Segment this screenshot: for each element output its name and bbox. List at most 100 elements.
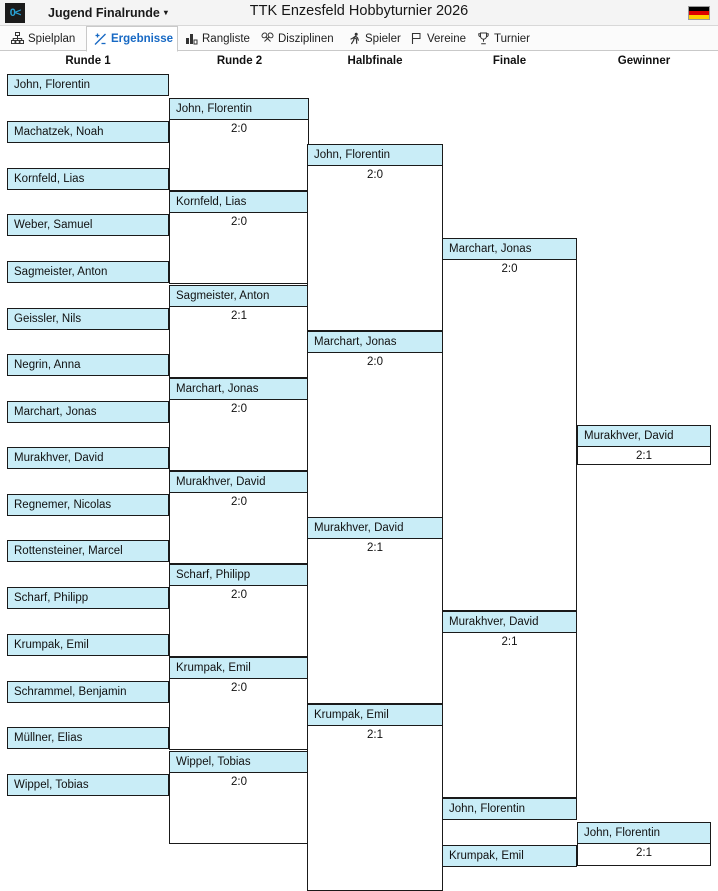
match-score: 2:0 bbox=[231, 682, 247, 694]
match-score: 2:1 bbox=[501, 636, 518, 648]
app-logo-icon: 0< bbox=[5, 3, 25, 23]
match-thirdplace[interactable]: John, Florentin 2:1 bbox=[577, 822, 711, 866]
match-winner-name[interactable]: Murakhver, David bbox=[578, 426, 710, 447]
player-box[interactable]: Marchart, Jonas bbox=[7, 401, 169, 423]
org-chart-icon bbox=[11, 32, 24, 45]
player-box[interactable]: Müllner, Elias bbox=[7, 727, 169, 749]
match-score: 2:0 bbox=[231, 403, 247, 415]
runner-icon bbox=[348, 32, 361, 45]
player-box[interactable]: Wippel, Tobias bbox=[7, 774, 169, 796]
player-box[interactable]: Regnemer, Nicolas bbox=[7, 494, 169, 516]
match-halbfinale[interactable]: Krumpak, Emil 2:1 bbox=[307, 704, 443, 891]
player-box[interactable]: Weber, Samuel bbox=[7, 214, 169, 236]
match-score: 2:1 bbox=[636, 450, 652, 462]
group-selector-label: Jugend Finalrunde bbox=[48, 6, 160, 20]
thirdplace-player-box[interactable]: Krumpak, Emil bbox=[442, 845, 577, 867]
player-box[interactable]: Schrammel, Benjamin bbox=[7, 681, 169, 703]
match-winner-name[interactable]: Krumpak, Emil bbox=[308, 705, 442, 726]
match-score: 2:1 bbox=[231, 310, 247, 322]
match-score: 2:0 bbox=[367, 356, 383, 368]
match-gewinner[interactable]: Murakhver, David 2:1 bbox=[577, 425, 711, 465]
column-header-gewinner: Gewinner bbox=[617, 55, 671, 67]
tab-label: Rangliste bbox=[202, 32, 250, 45]
column-header-finale: Finale bbox=[492, 55, 527, 67]
match-winner-name[interactable]: Marchart, Jonas bbox=[443, 239, 576, 260]
tab-label: Ergebnisse bbox=[111, 33, 173, 45]
match-round2[interactable]: Marchart, Jonas 2:0 bbox=[169, 378, 309, 471]
column-header-runde1: Runde 1 bbox=[65, 55, 111, 67]
match-winner-name[interactable]: Wippel, Tobias bbox=[170, 752, 308, 773]
german-flag-icon[interactable] bbox=[688, 6, 710, 20]
match-round2[interactable]: Scharf, Philipp 2:0 bbox=[169, 564, 309, 657]
match-winner-name[interactable]: Murakhver, David bbox=[443, 612, 576, 633]
column-header-runde2: Runde 2 bbox=[216, 55, 263, 67]
player-box[interactable]: John, Florentin bbox=[7, 74, 169, 96]
match-halbfinale[interactable]: Marchart, Jonas 2:0 bbox=[307, 331, 443, 518]
match-round2[interactable]: Krumpak, Emil 2:0 bbox=[169, 657, 309, 750]
player-box[interactable]: Rottensteiner, Marcel bbox=[7, 540, 169, 562]
tab-bar: Spielplan Ergebnisse Rangliste Disziplinen S… bbox=[0, 26, 718, 52]
thirdplace-player-box[interactable]: John, Florentin bbox=[442, 798, 577, 820]
player-box[interactable]: Sagmeister, Anton bbox=[7, 261, 169, 283]
tab-label: Spielplan bbox=[28, 32, 76, 45]
match-score: 2:1 bbox=[367, 542, 383, 554]
match-finale[interactable]: Murakhver, David 2:1 bbox=[442, 611, 577, 798]
match-winner-name[interactable]: Krumpak, Emil bbox=[170, 658, 308, 679]
bracket-column-headers: Runde 1 Runde 2 Halbfinale Finale Gewinner bbox=[0, 51, 718, 72]
chevron-down-icon: ▾ bbox=[163, 8, 168, 17]
page-title: TTK Enzesfeld Hobbyturnier 2026 bbox=[249, 3, 469, 19]
match-round2[interactable]: Kornfeld, Lias 2:0 bbox=[169, 191, 309, 284]
player-box[interactable]: Scharf, Philipp bbox=[7, 587, 169, 609]
match-score: 2:0 bbox=[231, 216, 247, 228]
player-box[interactable]: Murakhver, David bbox=[7, 447, 169, 469]
tab-disziplinen[interactable]: Disziplinen bbox=[254, 26, 341, 51]
match-score: 2:0 bbox=[501, 263, 518, 275]
tab-spieler[interactable]: Spieler bbox=[341, 26, 403, 51]
tab-ergebnisse[interactable]: Ergebnisse bbox=[86, 26, 178, 52]
match-score: 2:1 bbox=[636, 847, 652, 859]
match-winner-name[interactable]: Marchart, Jonas bbox=[170, 379, 308, 400]
match-winner-name[interactable]: Kornfeld, Lias bbox=[170, 192, 308, 213]
trophy-icon bbox=[477, 32, 490, 45]
match-round2[interactable]: Wippel, Tobias 2:0 bbox=[169, 751, 309, 844]
tab-label: Spieler bbox=[365, 32, 401, 45]
match-winner-name[interactable]: John, Florentin bbox=[308, 145, 442, 166]
player-box[interactable]: Krumpak, Emil bbox=[7, 634, 169, 656]
match-winner-name[interactable]: John, Florentin bbox=[170, 99, 308, 120]
tab-label: Vereine bbox=[427, 32, 467, 45]
match-score: 2:0 bbox=[231, 776, 247, 788]
results-icon bbox=[94, 33, 107, 46]
match-halbfinale[interactable]: Murakhver, David 2:1 bbox=[307, 517, 443, 704]
tab-turnier[interactable]: Turnier bbox=[470, 26, 537, 51]
match-score: 2:0 bbox=[231, 496, 247, 508]
player-box[interactable]: Machatzek, Noah bbox=[7, 121, 169, 143]
tab-label: Disziplinen bbox=[278, 32, 334, 45]
match-winner-name[interactable]: Murakhver, David bbox=[308, 518, 442, 539]
bar-chart-icon bbox=[185, 32, 198, 45]
tab-vereine[interactable]: Vereine bbox=[403, 26, 470, 51]
tab-label: Turnier bbox=[494, 32, 530, 45]
flag-icon bbox=[410, 32, 423, 45]
match-round2[interactable]: Sagmeister, Anton 2:1 bbox=[169, 285, 309, 378]
group-selector[interactable]: Jugend Finalrunde▾ bbox=[48, 4, 168, 22]
player-box[interactable]: Geissler, Nils bbox=[7, 308, 169, 330]
match-score: 2:1 bbox=[367, 729, 383, 741]
match-score: 2:0 bbox=[367, 169, 383, 181]
player-box[interactable]: Kornfeld, Lias bbox=[7, 168, 169, 190]
match-halbfinale[interactable]: John, Florentin 2:0 bbox=[307, 144, 443, 331]
tab-rangliste[interactable]: Rangliste bbox=[178, 26, 254, 51]
match-winner-name[interactable]: Sagmeister, Anton bbox=[170, 286, 308, 307]
match-winner-name[interactable]: Scharf, Philipp bbox=[170, 565, 308, 586]
match-winner-name[interactable]: Marchart, Jonas bbox=[308, 332, 442, 353]
match-finale[interactable]: Marchart, Jonas 2:0 bbox=[442, 238, 577, 611]
column-header-halbfinale: Halbfinale bbox=[347, 55, 403, 67]
match-winner-name[interactable]: Murakhver, David bbox=[170, 472, 308, 493]
tab-spielplan[interactable]: Spielplan bbox=[4, 26, 86, 51]
player-box[interactable]: Negrin, Anna bbox=[7, 354, 169, 376]
match-score: 2:0 bbox=[231, 589, 247, 601]
title-bar: 0< Jugend Finalrunde▾ TTK Enzesfeld Hobb… bbox=[0, 0, 718, 26]
match-round2[interactable]: Murakhver, David 2:0 bbox=[169, 471, 309, 564]
match-winner-name[interactable]: John, Florentin bbox=[578, 823, 710, 844]
